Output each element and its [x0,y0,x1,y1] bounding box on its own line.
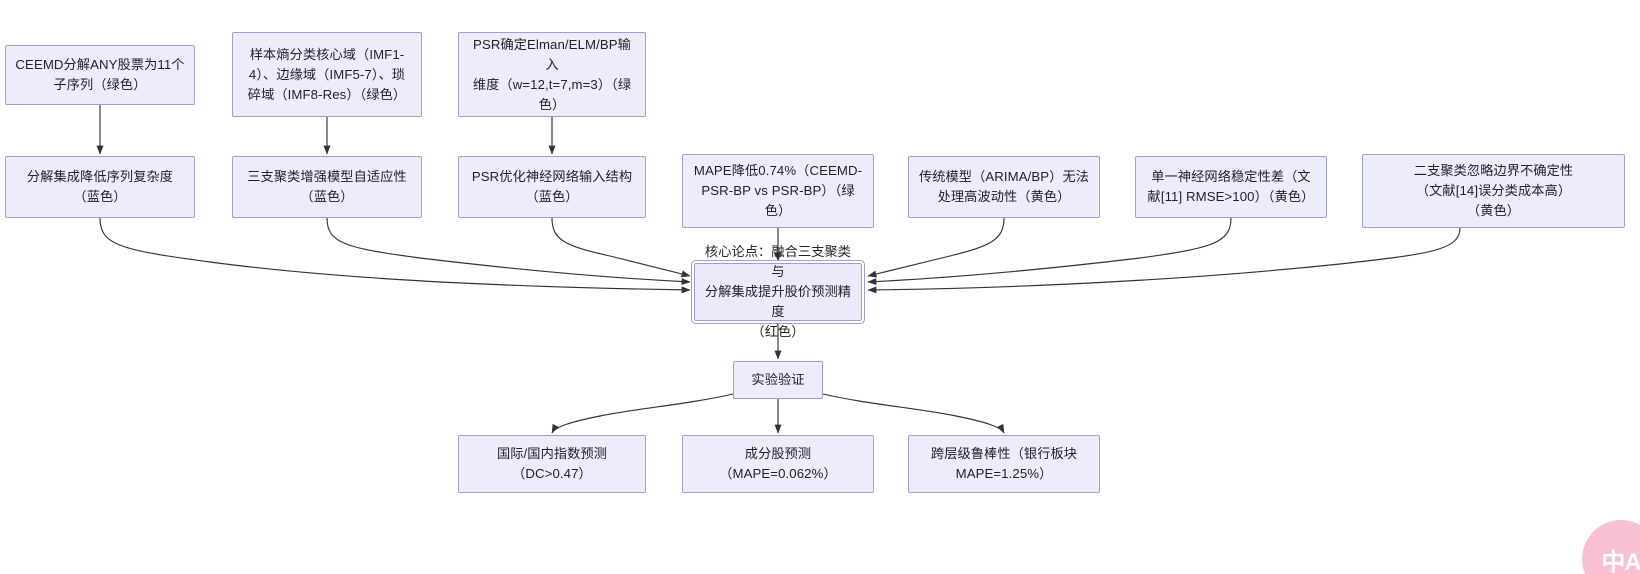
node-mape-improvement[interactable]: MAPE降低0.74%（CEEMD- PSR-BP vs PSR-BP）（绿 色… [682,154,874,228]
node-single-network-instability[interactable]: 单一神经网络稳定性差（文 献[11] RMSE>100）（黄色） [1135,156,1327,218]
node-label: PSR确定Elman/ELM/BP输入 维度（w=12,t=7,m=3）（绿 色… [472,36,632,112]
node-core-argument[interactable]: 核心论点：融合三支聚类与 分解集成提升股价预测精度 （红色） [694,244,862,339]
node-experimental-validation[interactable]: 实验验证 [733,361,823,399]
node-ceemd-decomposition[interactable]: CEEMD分解ANY股票为11个 子序列（绿色） [5,45,195,105]
node-label: 跨层级鲁棒性（银行板块 MAPE=1.25%） [930,446,1078,481]
node-label: 样本熵分类核心域（IMF1- 4）、边缘域（IMF5-7）、琐 碎域（IMF8-… [247,46,407,102]
edge-complexity-to-core [99,217,691,294]
node-three-way-clustering-adaptivity[interactable]: 三支聚类增强模型自适应性 （蓝色） [232,156,422,218]
node-psr-input-dimension[interactable]: PSR确定Elman/ELM/BP输入 维度（w=12,t=7,m=3）（绿 色… [458,32,646,117]
edge-singlenn-to-core [867,217,1232,286]
edge-arima-to-core [867,217,1005,278]
edge-experiment-to-index [551,393,734,434]
watermark-badge: 中A [1582,520,1640,574]
node-label: PSR优化神经网络输入结构 （蓝色） [471,169,633,204]
edge-twoway-to-core [867,227,1461,294]
edge-experiment-to-robust [822,393,1005,434]
node-label: 分解集成降低序列复杂度 （蓝色） [26,169,174,204]
node-label: CEEMD分解ANY股票为11个 子序列（绿色） [15,57,185,92]
node-index-prediction[interactable]: 国际/国内指数预测 （DC>0.47） [458,435,646,493]
node-label: 单一神经网络稳定性差（文 献[11] RMSE>100）（黄色） [1147,169,1315,204]
node-label: 成分股预测 （MAPE=0.062%） [719,446,837,481]
node-label: 国际/国内指数预测 （DC>0.47） [496,446,608,481]
node-label: 核心论点：融合三支聚类与 分解集成提升股价预测精度 （红色） [704,244,852,339]
edge-adaptive-to-core [326,217,691,286]
node-psr-network-structure[interactable]: PSR优化神经网络输入结构 （蓝色） [458,156,646,218]
watermark-text: 中A [1601,548,1640,574]
node-sample-entropy-classification[interactable]: 样本熵分类核心域（IMF1- 4）、边缘域（IMF5-7）、琐 碎域（IMF8-… [232,32,422,117]
edge-psrstruct-to-core [551,217,691,278]
node-label: 二支聚类忽略边界不确定性 （文献[14]误分类成本高） （黄色） [1413,163,1574,218]
node-cross-level-robustness[interactable]: 跨层级鲁棒性（银行板块 MAPE=1.25%） [908,435,1100,493]
node-sequence-complexity[interactable]: 分解集成降低序列复杂度 （蓝色） [5,156,195,218]
node-label: 三支聚类增强模型自适应性 （蓝色） [247,169,407,204]
node-traditional-model-limitation[interactable]: 传统模型（ARIMA/BP）无法 处理高波动性（黄色） [908,156,1100,218]
node-label: 传统模型（ARIMA/BP）无法 处理高波动性（黄色） [918,169,1090,204]
node-constituent-stock-prediction[interactable]: 成分股预测 （MAPE=0.062%） [682,435,874,493]
node-two-way-clustering-limitation[interactable]: 二支聚类忽略边界不确定性 （文献[14]误分类成本高） （黄色） [1362,154,1625,228]
node-label: 实验验证 [751,372,805,387]
node-label: MAPE降低0.74%（CEEMD- PSR-BP vs PSR-BP）（绿 色… [693,163,863,218]
